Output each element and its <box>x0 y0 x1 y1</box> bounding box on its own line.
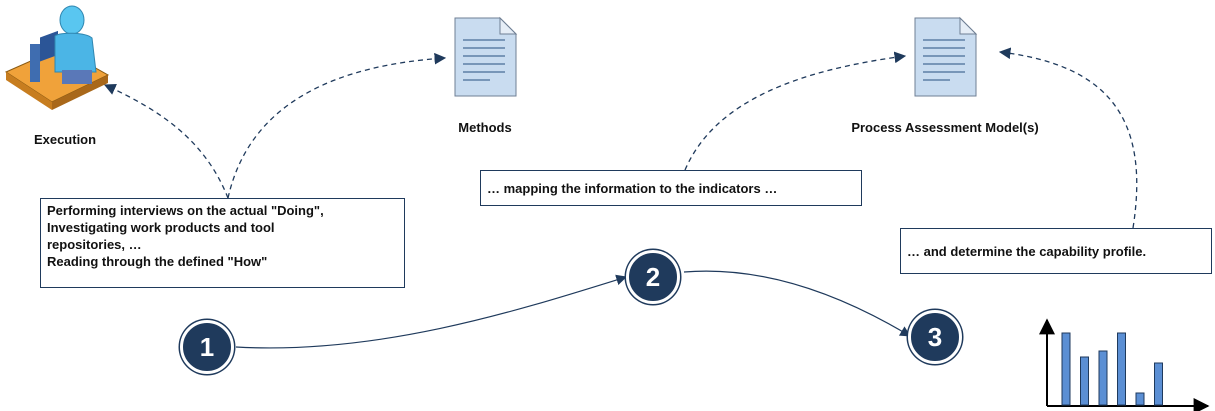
profile-bar <box>1154 362 1163 406</box>
profile-bar <box>1098 350 1108 406</box>
step-3-badge: 3 <box>908 310 962 364</box>
connector-to-pam <box>684 51 907 171</box>
profile-bar <box>1061 332 1071 406</box>
step1-line: repositories, … <box>47 237 142 252</box>
flow-arrow-1-to-2 <box>235 274 628 349</box>
step1-line: Investigating work products and tool <box>47 220 275 235</box>
person-at-computer-icon <box>4 5 110 110</box>
profile-bar <box>1135 392 1145 406</box>
step1-line: Reading through the defined "How" <box>47 254 268 269</box>
profile-bar <box>1117 332 1126 406</box>
document-icon <box>454 16 518 97</box>
step2-text: … mapping the information to the indicat… <box>487 180 778 196</box>
step-2-badge: 2 <box>626 250 680 304</box>
step1-description-box: Performing interviews on the actual "Doi… <box>40 198 405 288</box>
methods-label: Methods <box>458 120 512 135</box>
connector-to-execution <box>103 84 229 199</box>
flow-arrow-2-to-3 <box>683 270 911 337</box>
step3-text: … and determine the capability profile. <box>907 243 1147 259</box>
step-1-badge: 1 <box>180 320 234 374</box>
connector-from-profile <box>998 47 1138 229</box>
connector-to-methods <box>227 52 447 199</box>
step1-line: Performing interviews on the actual "Doi… <box>47 203 324 218</box>
execution-label: Execution <box>33 132 97 147</box>
profile-bar <box>1080 356 1089 406</box>
step2-description-box: … mapping the information to the indicat… <box>480 170 862 206</box>
bar-chart-icon <box>1039 318 1210 411</box>
document-icon <box>914 16 978 97</box>
step3-description-box: … and determine the capability profile. <box>900 228 1212 274</box>
pam-label: Process Assessment Model(s) <box>851 120 1039 135</box>
